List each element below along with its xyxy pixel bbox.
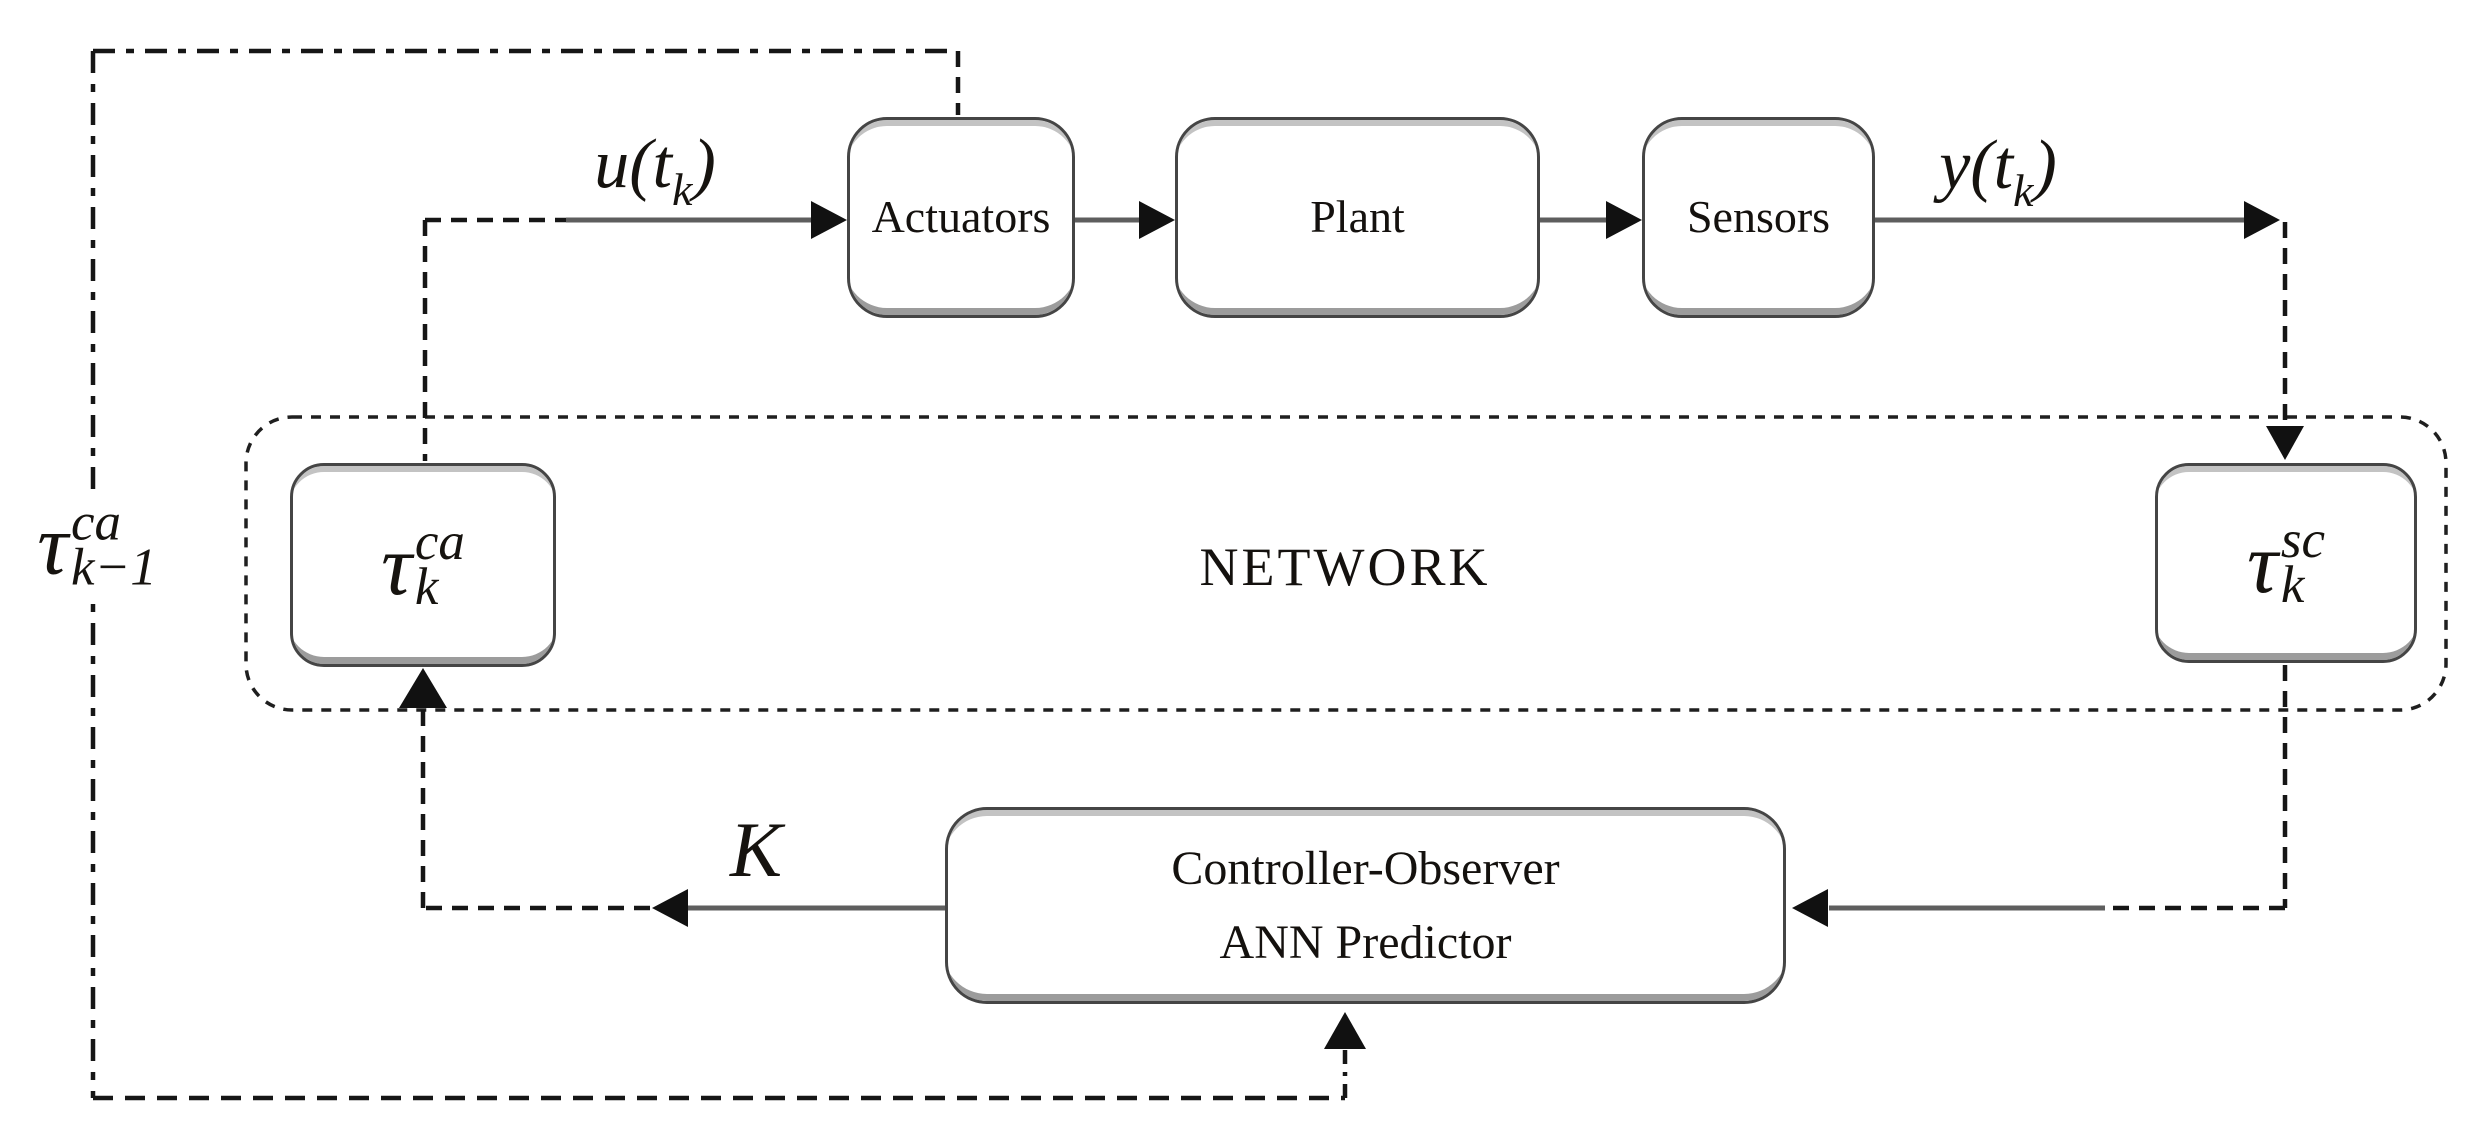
arrowhead-end-of-y-line (2244, 201, 2280, 239)
block-tau-ca: τ ca k (290, 463, 556, 667)
controller-label-line2: ANN Predictor (1219, 915, 1512, 969)
plant-label: Plant (1310, 191, 1405, 243)
label-y-of-tk: y(tk) (1933, 127, 2063, 214)
tau-ca-symbol: τ (381, 516, 412, 613)
tau-prev-superscript: ca (70, 493, 122, 552)
arrowhead-into-controller-right (1792, 889, 1828, 927)
y-label-post: ) (2033, 127, 2057, 204)
tau-sc-label: τ sc k (2247, 511, 2325, 614)
network-label: NETWORK (1199, 537, 1491, 597)
actuators-label: Actuators (871, 191, 1051, 243)
tau-ca-label: τ ca k (381, 513, 465, 616)
tau-prev-subscript: k−1 (70, 538, 157, 596)
arrowhead-into-controller-bottom (1324, 1012, 1366, 1049)
y-label-sub: k (2013, 165, 2034, 216)
u-label-pre: u(t (594, 126, 673, 203)
tau-ca-subscript: k (414, 558, 439, 616)
arrowhead-into-sensors (1606, 201, 1642, 239)
label-tau-ca-k-minus-1: τ ca k−1 (33, 490, 161, 600)
controller-label-line1: Controller-Observer (1171, 841, 1560, 895)
network-boundary-outline (244, 415, 2448, 712)
u-label-sub: k (672, 164, 693, 215)
tau-sc-scripts: sc k (2280, 511, 2325, 614)
arrowhead-k-line (652, 889, 688, 927)
tau-ca-superscript: ca (414, 513, 465, 572)
tau-sc-symbol: τ (2247, 514, 2278, 611)
tau-prev-scripts: ca k−1 (70, 493, 157, 596)
arrowhead-into-tau-ca-bottom (399, 668, 447, 708)
label-k-gain: K (723, 809, 789, 891)
u-label-post: ) (692, 126, 716, 203)
block-plant: Plant (1175, 117, 1540, 318)
arrowhead-into-plant (1139, 201, 1175, 239)
block-actuators: Actuators (847, 117, 1075, 318)
arrowhead-into-actuators (811, 201, 847, 239)
tau-sc-superscript: sc (2280, 511, 2325, 570)
tau-prev-symbol: τ (37, 496, 68, 593)
tau-ca-scripts: ca k (414, 513, 465, 616)
block-controller-observer: Controller-Observer ANN Predictor (945, 807, 1786, 1004)
sensors-label: Sensors (1686, 191, 1831, 243)
block-sensors: Sensors (1642, 117, 1875, 318)
label-u-of-tk: u(tk) (588, 126, 722, 213)
block-tau-sc: τ sc k (2155, 463, 2417, 663)
y-label-pre: y(t (1939, 127, 2014, 204)
tau-sc-subscript: k (2280, 556, 2305, 614)
arrowhead-into-tau-sc (2266, 426, 2304, 460)
